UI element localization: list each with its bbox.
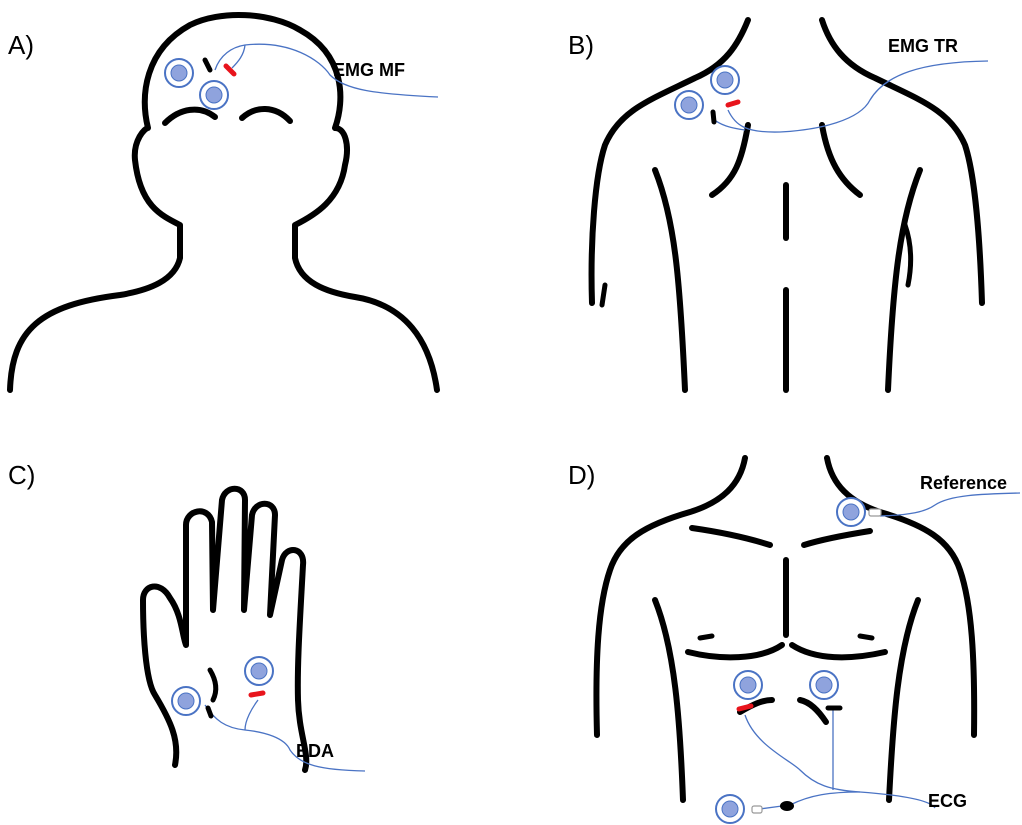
right-scapula (822, 125, 860, 195)
left-clavicle (692, 528, 770, 545)
reference-lead-wire (880, 493, 1020, 516)
hand-outline (143, 489, 306, 770)
reference-label: Reference (920, 473, 1007, 493)
right-arm-line (888, 170, 920, 390)
left-eyebrow-icon (165, 110, 215, 123)
panel-b-letter: B) (568, 30, 594, 60)
electrode (165, 59, 193, 87)
negative-clip (713, 112, 714, 122)
left-underarm (602, 285, 605, 305)
positive-clip (739, 706, 751, 709)
panel-a: A) EMG MF (8, 15, 438, 390)
panel-d-letter: D) (568, 460, 595, 490)
chest-outline-left (596, 458, 745, 735)
lead-connector (780, 801, 794, 811)
panel-b: B) EMG TR (568, 20, 988, 390)
emg-tr-label: EMG TR (888, 36, 958, 56)
left-nipple (700, 636, 712, 638)
negative-clip (205, 60, 210, 70)
negative-clip (208, 708, 211, 716)
right-clavicle (804, 531, 870, 545)
electrode (675, 91, 703, 119)
panel-d: D) Reference (568, 458, 1020, 823)
ground-clip (752, 806, 762, 813)
emg-mf-label: EMG MF (333, 60, 405, 80)
panel-c-letter: C) (8, 460, 35, 490)
electrode (711, 66, 739, 94)
electrode (172, 687, 200, 715)
right-eyebrow-icon (242, 109, 290, 121)
eda-lead-wire (205, 705, 365, 771)
right-nipple (860, 636, 872, 638)
electrode (245, 657, 273, 685)
left-arm-line (655, 170, 685, 390)
electrode (837, 498, 865, 526)
right-underarm (905, 225, 911, 285)
right-ribcage (800, 700, 826, 722)
left-pectoral (688, 645, 782, 657)
thumb-crease (210, 670, 216, 700)
left-arm-line (655, 600, 683, 800)
panel-a-letter: A) (8, 30, 34, 60)
ecg-label: ECG (928, 791, 967, 811)
reference-clip (869, 509, 881, 516)
electrode (810, 671, 838, 699)
ecg-lead-wire (745, 715, 935, 808)
positive-clip (728, 102, 738, 105)
eda-label: EDA (296, 741, 334, 761)
left-scapula (712, 125, 748, 195)
electrode (200, 81, 228, 109)
electrode (734, 671, 762, 699)
positive-clip (251, 693, 263, 695)
right-arm-line (889, 600, 918, 800)
electrode (716, 795, 744, 823)
right-pectoral (792, 645, 885, 657)
panel-c: C) EDA (8, 460, 365, 771)
back-outline-left (592, 20, 748, 303)
